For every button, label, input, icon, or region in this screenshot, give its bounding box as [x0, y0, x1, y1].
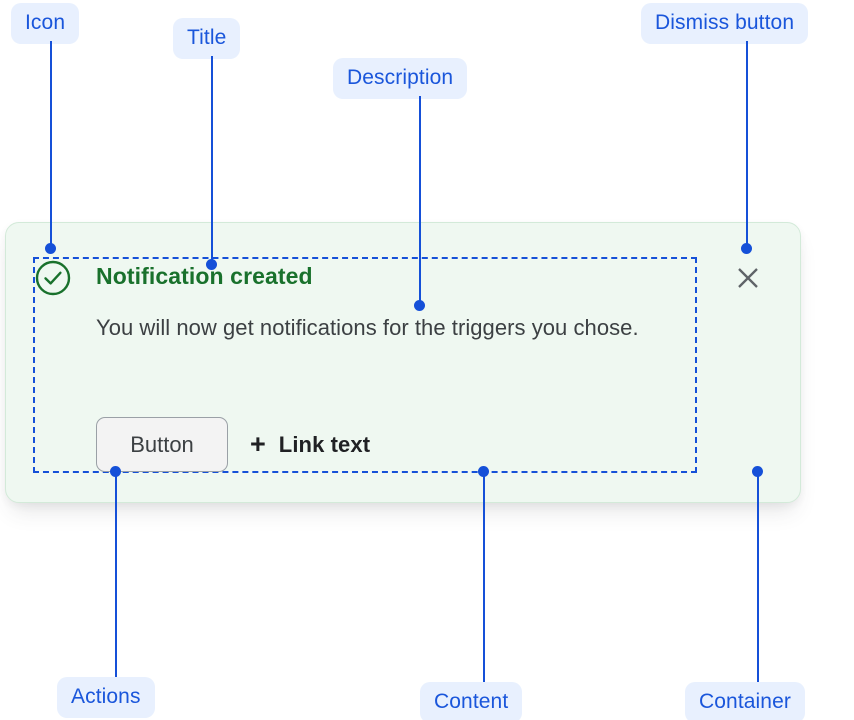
close-icon [737, 267, 758, 288]
annotation-label-dismiss: Dismiss button [641, 3, 809, 44]
annotation-label-actions: Actions [57, 677, 155, 718]
annotation-label-description: Description [333, 58, 468, 99]
action-button[interactable]: Button [96, 417, 228, 472]
leader-dot-dismiss [741, 243, 752, 254]
notification-actions: Button + Link text [96, 417, 370, 472]
notification-description: You will now get notifications for the t… [96, 315, 639, 340]
leader-line-description [419, 96, 421, 305]
leader-dot-icon [45, 243, 56, 254]
leader-line-dismiss [746, 41, 748, 250]
leader-line-content [483, 476, 485, 682]
check-circle-icon [35, 260, 71, 296]
dismiss-button[interactable] [731, 261, 764, 294]
leader-line-actions [115, 470, 117, 677]
leader-dot-title [206, 259, 217, 270]
leader-line-container [757, 476, 759, 682]
notification-title: Notification created [96, 263, 313, 289]
leader-line-icon [50, 41, 52, 248]
notification-content-region [33, 257, 697, 473]
leader-line-title [211, 56, 213, 264]
leader-dot-description [414, 300, 425, 311]
leader-dot-container [752, 466, 763, 477]
annotation-label-container: Container [685, 682, 805, 720]
annotation-label-title: Title [173, 18, 241, 59]
leader-dot-actions [110, 466, 121, 477]
plus-icon: + [250, 429, 266, 459]
leader-dot-content [478, 466, 489, 477]
action-link[interactable]: + Link text [250, 431, 370, 458]
action-link-label: Link text [278, 431, 371, 457]
annotation-label-content: Content [420, 682, 523, 720]
annotation-label-icon: Icon [11, 3, 80, 44]
